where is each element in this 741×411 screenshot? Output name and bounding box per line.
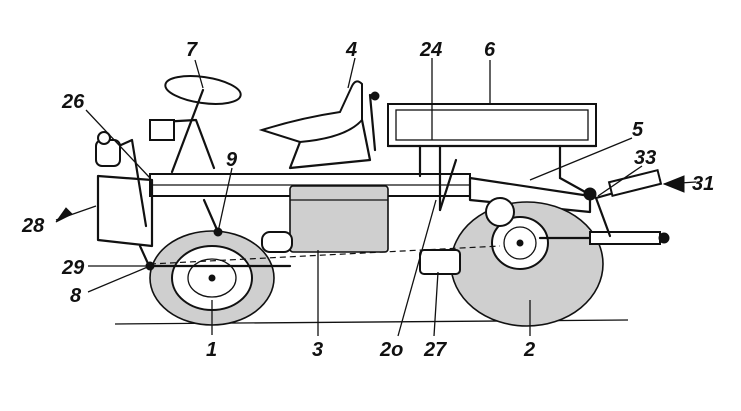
label-29: 29 (61, 257, 85, 279)
engine-block (261, 185, 389, 253)
label-4: 4 (345, 39, 357, 61)
arrow-28-icon (55, 207, 73, 223)
leader-lines (55, 57, 697, 337)
label-1: 1 (206, 339, 217, 361)
label-28: 28 (21, 215, 45, 237)
label-24: 24 (419, 39, 442, 61)
label-7: 7 (186, 39, 198, 61)
cargo-bed (386, 103, 598, 180)
label-2: 2 (523, 339, 535, 361)
label-27: 27 (423, 339, 447, 361)
label-26: 26 (61, 91, 85, 113)
rear-wheel (450, 201, 604, 327)
seat (258, 80, 380, 170)
label-5: 5 (632, 119, 644, 141)
label-6: 6 (484, 39, 496, 61)
label-33: 33 (634, 147, 656, 169)
label-8: 8 (70, 285, 82, 307)
front-hitch (95, 131, 292, 271)
front-wheel (149, 230, 275, 326)
rear-linkage (538, 168, 670, 245)
drive-train (149, 144, 515, 275)
label-20: 2o (379, 339, 403, 361)
label-31: 31 (692, 173, 714, 195)
steering-wheel (149, 75, 242, 174)
arrow-31-icon (662, 175, 685, 193)
label-9: 9 (226, 149, 238, 171)
label-3: 3 (312, 339, 323, 361)
